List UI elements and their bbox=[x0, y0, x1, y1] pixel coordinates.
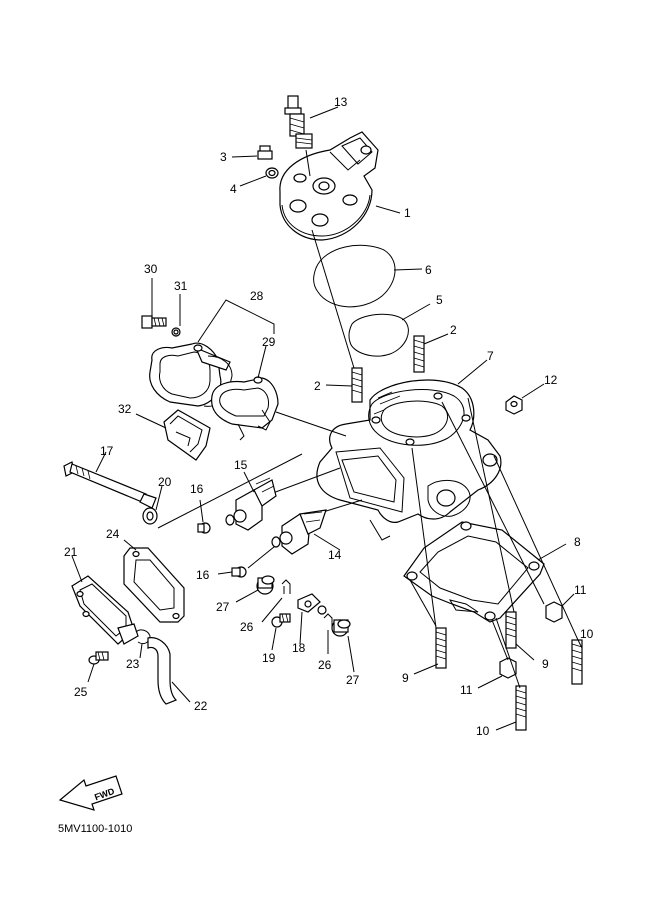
callout-18: 18 bbox=[292, 641, 306, 655]
callout-2-left: 2 bbox=[314, 379, 321, 393]
part-temperature-sensor bbox=[231, 145, 273, 160]
callout-10-lower: 10 bbox=[476, 724, 490, 738]
callout-23: 23 bbox=[126, 657, 140, 671]
callout-19: 19 bbox=[262, 651, 276, 665]
part-o-ring-large bbox=[313, 244, 423, 308]
part-clamp-23 bbox=[135, 629, 151, 659]
part-nut-top bbox=[505, 383, 545, 415]
part-screw-19 bbox=[271, 613, 291, 651]
part-cover-gasket-29 bbox=[211, 345, 279, 441]
callout-14: 14 bbox=[328, 548, 342, 562]
part-stud-bolt-left bbox=[325, 367, 363, 403]
part-cover-21 bbox=[71, 555, 139, 645]
callout-12: 12 bbox=[544, 373, 558, 387]
callout-17: 17 bbox=[100, 444, 114, 458]
part-nut-11-lower bbox=[477, 657, 517, 689]
part-stud-9-left bbox=[413, 627, 447, 675]
callout-15: 15 bbox=[234, 458, 248, 472]
callout-10-right: 10 bbox=[580, 627, 594, 641]
callout-31: 31 bbox=[174, 279, 188, 293]
diagram-code: 5MV1100-1010 bbox=[58, 823, 132, 835]
callout-1: 1 bbox=[404, 206, 411, 220]
part-collar-27-right bbox=[331, 619, 355, 673]
part-screw-16-lower bbox=[217, 566, 247, 578]
callout-11-right: 11 bbox=[574, 583, 587, 597]
part-cover-gasket-28 bbox=[149, 299, 275, 407]
callout-11-lower: 11 bbox=[460, 683, 473, 697]
callout-9-left: 9 bbox=[402, 671, 409, 685]
callout-5: 5 bbox=[436, 293, 443, 307]
part-stud-9-right bbox=[505, 611, 535, 661]
part-clip-26-left bbox=[261, 579, 291, 623]
callout-16-upper: 16 bbox=[190, 482, 204, 496]
part-screw-16-upper bbox=[197, 499, 211, 534]
part-cylinder-head bbox=[279, 131, 401, 241]
callout-27-left: 27 bbox=[216, 600, 230, 614]
callout-3: 3 bbox=[220, 150, 227, 164]
part-hose-22 bbox=[147, 637, 191, 705]
part-collar-27-left bbox=[235, 575, 275, 603]
part-valve-14 bbox=[271, 509, 341, 555]
part-stud-bolt-upper bbox=[413, 333, 449, 373]
part-valve-15 bbox=[225, 471, 277, 531]
part-cover-32 bbox=[135, 409, 211, 461]
callout-13: 13 bbox=[334, 95, 348, 109]
part-o-ring-small bbox=[348, 303, 431, 357]
callout-7: 7 bbox=[487, 349, 494, 363]
part-nut-11-right bbox=[545, 593, 575, 623]
part-cylinder-gasket bbox=[403, 521, 567, 623]
callout-32: 32 bbox=[118, 402, 132, 416]
callout-4: 4 bbox=[230, 182, 237, 196]
callout-9-right: 9 bbox=[542, 657, 549, 671]
part-gasket-washer bbox=[239, 167, 279, 187]
callout-2-upper: 2 bbox=[450, 323, 457, 337]
callout-22: 22 bbox=[194, 699, 208, 713]
callout-21: 21 bbox=[64, 545, 78, 559]
callout-26-left: 26 bbox=[240, 620, 254, 634]
callout-28: 28 bbox=[250, 289, 264, 303]
forward-arrow-icon: FWD bbox=[58, 775, 123, 811]
part-shaft-17 bbox=[63, 451, 157, 509]
callout-6: 6 bbox=[425, 263, 432, 277]
callout-labels: 13 3 4 1 6 30 31 28 5 2 29 7 12 2 32 17 … bbox=[58, 95, 594, 835]
part-stud-10-lower bbox=[495, 685, 527, 731]
callout-27-right: 27 bbox=[346, 673, 360, 687]
part-lever-18 bbox=[297, 593, 327, 645]
callout-25: 25 bbox=[74, 685, 88, 699]
part-bolt-30 bbox=[141, 278, 167, 329]
part-clip-26-right bbox=[323, 613, 333, 654]
callout-8: 8 bbox=[574, 535, 581, 549]
part-washer-31 bbox=[171, 294, 181, 337]
callout-24: 24 bbox=[106, 527, 120, 541]
part-spark-plug bbox=[284, 95, 339, 149]
callout-20: 20 bbox=[158, 475, 172, 489]
alignment-lines bbox=[157, 229, 579, 689]
callout-26-right: 26 bbox=[318, 658, 332, 672]
callout-16-lower: 16 bbox=[196, 568, 210, 582]
part-cylinder bbox=[316, 359, 502, 541]
callout-30: 30 bbox=[144, 262, 158, 276]
callout-29: 29 bbox=[262, 335, 276, 349]
part-bolt-25 bbox=[87, 651, 109, 683]
part-collar-20 bbox=[142, 485, 163, 525]
part-gasket-24 bbox=[123, 539, 185, 623]
part-stud-10-right bbox=[571, 639, 583, 685]
